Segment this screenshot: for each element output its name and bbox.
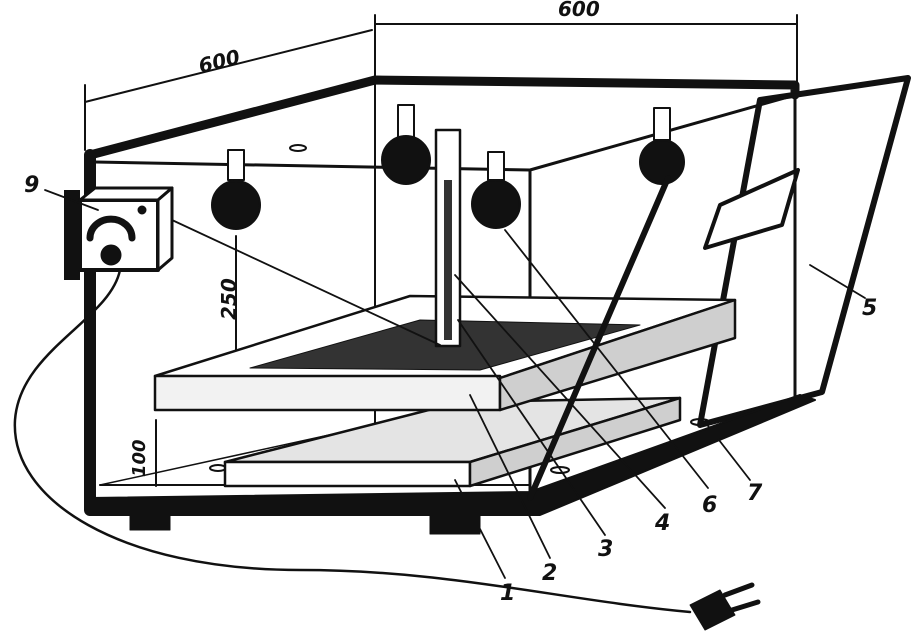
lamps <box>211 104 685 230</box>
callout-3: 3 <box>598 537 613 562</box>
dimension-depth-label: 600 <box>196 45 242 78</box>
dimension-lamp-height-label: 250 <box>217 278 241 320</box>
leader-lines <box>44 189 866 579</box>
callout-9: 9 <box>24 173 39 198</box>
lamp-icon <box>639 107 685 185</box>
power-cable <box>13 268 692 614</box>
turning-rod <box>527 175 671 501</box>
thermometer <box>434 128 462 348</box>
dimension-tray-gap-label: 100 <box>129 439 150 477</box>
dimension-width-label: 600 <box>558 0 600 21</box>
callout-6: 6 <box>702 493 717 518</box>
lamp-icon <box>471 151 521 229</box>
controller-box <box>64 186 174 280</box>
plug-icon <box>689 582 761 631</box>
callout-1: 1 <box>500 581 515 606</box>
callout-4: 4 <box>654 511 670 536</box>
lamp-icon <box>381 104 431 185</box>
callout-7: 7 <box>747 481 763 506</box>
door-window <box>703 168 800 250</box>
lamp-icon <box>211 149 261 230</box>
dimension-lines <box>84 14 798 487</box>
callout-5: 5 <box>862 296 877 321</box>
callout-2: 2 <box>542 561 557 586</box>
door-panel <box>697 75 911 428</box>
